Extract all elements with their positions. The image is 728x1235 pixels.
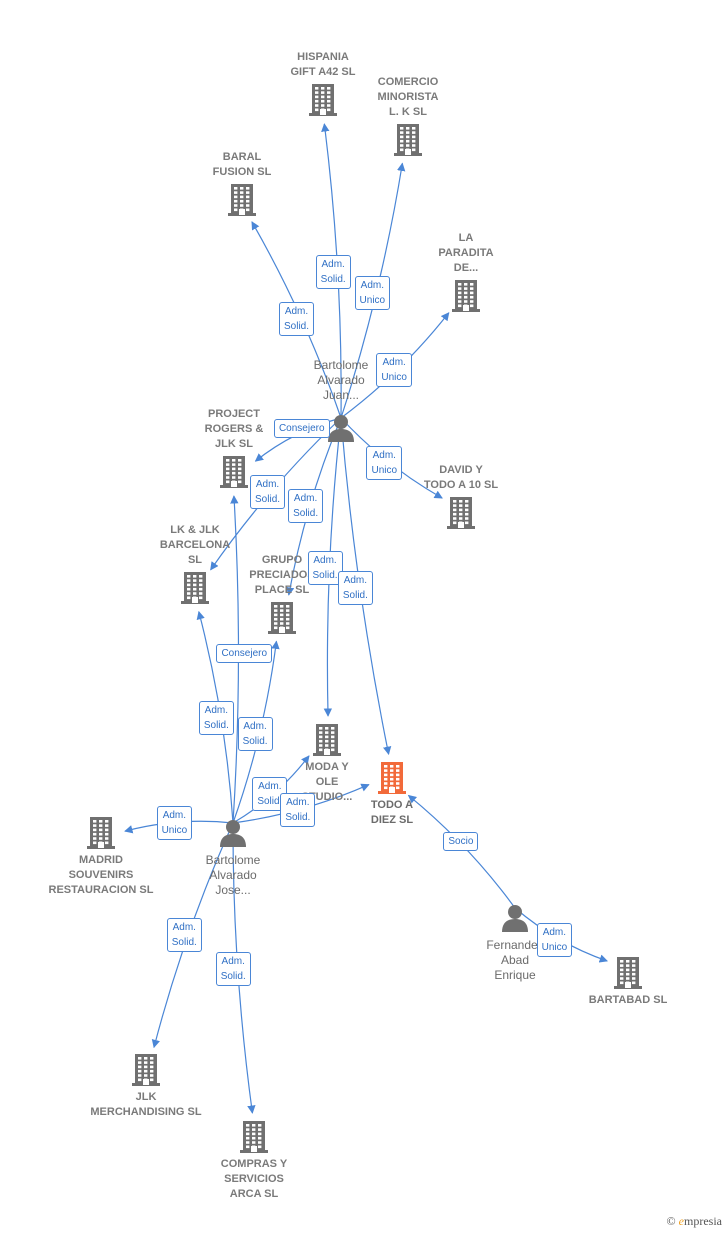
building-icon bbox=[394, 124, 422, 156]
edge-label[interactable]: Adm. Solid. bbox=[307, 550, 343, 585]
edge-label[interactable]: Adm. Solid. bbox=[280, 792, 316, 827]
building-icon bbox=[240, 1121, 268, 1153]
building-icon bbox=[132, 1054, 160, 1086]
building-icon bbox=[313, 724, 341, 756]
company-label[interactable]: LK & JLK BARCELONA SL bbox=[159, 524, 231, 566]
company-label[interactable]: MADRID SOUVENIRS RESTAURACION SL bbox=[48, 854, 154, 896]
copyright-icon: © bbox=[666, 1214, 676, 1228]
building-icon bbox=[87, 817, 115, 849]
person-icon bbox=[502, 905, 528, 932]
company-node-bartabad[interactable] bbox=[613, 956, 643, 995]
company-node-todo[interactable] bbox=[377, 761, 407, 800]
person-icon bbox=[220, 820, 246, 847]
person-node-jose[interactable] bbox=[218, 818, 248, 853]
company-label[interactable]: BARTABAD SL bbox=[588, 994, 668, 1006]
company-node-david[interactable] bbox=[446, 496, 476, 535]
edge-label[interactable]: Adm. Unico bbox=[536, 922, 573, 957]
edge-label[interactable]: Adm. Solid. bbox=[215, 952, 251, 987]
edge-label[interactable]: Adm. Solid. bbox=[337, 570, 373, 605]
edge-label[interactable]: Consejero bbox=[273, 419, 330, 439]
company-node-hispania[interactable] bbox=[308, 83, 338, 122]
building-icon bbox=[228, 184, 256, 216]
edge-label[interactable]: Socio bbox=[443, 832, 479, 852]
company-node-moda[interactable] bbox=[312, 723, 342, 762]
company-node-baral[interactable] bbox=[227, 183, 257, 222]
edge-label[interactable]: Adm. Solid. bbox=[288, 489, 324, 524]
company-node-lkjlk[interactable] bbox=[180, 571, 210, 610]
edge-label[interactable]: Adm. Solid. bbox=[198, 700, 234, 735]
company-label[interactable]: JLK MERCHANDISING SL bbox=[90, 1091, 202, 1118]
building-icon bbox=[614, 957, 642, 989]
company-label[interactable]: COMPRAS Y SERVICIOS ARCA SL bbox=[220, 1158, 288, 1200]
company-node-paradita[interactable] bbox=[451, 279, 481, 318]
company-node-project[interactable] bbox=[219, 455, 249, 494]
company-label[interactable]: TODO A DIEZ SL bbox=[370, 799, 414, 826]
company-label[interactable]: HISPANIA GIFT A42 SL bbox=[290, 51, 356, 78]
edge-label[interactable]: Adm. Unico bbox=[156, 806, 193, 841]
building-icon bbox=[220, 456, 248, 488]
building-icon bbox=[309, 84, 337, 116]
edge-label[interactable]: Adm. Solid. bbox=[315, 254, 351, 289]
company-label[interactable]: GRUPO PRECIADOS PLACE SL bbox=[249, 554, 315, 596]
building-icon bbox=[452, 280, 480, 312]
edge-label[interactable]: Adm. Solid. bbox=[166, 917, 202, 952]
company-node-comercio[interactable] bbox=[393, 123, 423, 162]
person-node-juan[interactable] bbox=[326, 413, 356, 448]
edge-label[interactable]: Adm. Unico bbox=[366, 445, 403, 480]
person-label[interactable]: Bartolome Alvarado Juan... bbox=[313, 358, 369, 402]
person-label[interactable]: Fernandez Abad Enrique bbox=[486, 938, 544, 982]
building-icon bbox=[268, 602, 296, 634]
edge-label[interactable]: Adm. Solid. bbox=[279, 301, 315, 336]
company-node-grupo[interactable] bbox=[267, 601, 297, 640]
brand-logo: © empresia bbox=[666, 1214, 722, 1228]
company-label[interactable]: BARAL FUSION SL bbox=[212, 151, 272, 178]
building-icon bbox=[181, 572, 209, 604]
edge-label[interactable]: Adm. Solid. bbox=[237, 717, 273, 752]
building-icon bbox=[447, 497, 475, 529]
company-node-compras[interactable] bbox=[239, 1120, 269, 1159]
edge-label[interactable]: Adm. Solid. bbox=[250, 474, 286, 509]
company-label[interactable]: PROJECT ROGERS & JLK SL bbox=[204, 408, 264, 450]
edge-label[interactable]: Adm. Unico bbox=[376, 352, 412, 387]
company-node-jlkmerch[interactable] bbox=[131, 1053, 161, 1092]
person-node-fernandez[interactable] bbox=[500, 903, 530, 938]
company-label[interactable]: LA PARADITA DE... bbox=[438, 232, 494, 274]
building-icon bbox=[378, 762, 406, 794]
edge-label[interactable]: Adm. Unico bbox=[354, 275, 391, 310]
company-node-madrid[interactable] bbox=[86, 816, 116, 855]
company-label[interactable]: DAVID Y TODO A 10 SL bbox=[423, 464, 499, 491]
person-label[interactable]: Bartolome Alvarado Jose... bbox=[205, 853, 261, 897]
company-label[interactable]: COMERCIO MINORISTA L. K SL bbox=[377, 76, 439, 118]
edge-label[interactable]: Consejero bbox=[216, 643, 273, 663]
person-icon bbox=[328, 415, 354, 442]
